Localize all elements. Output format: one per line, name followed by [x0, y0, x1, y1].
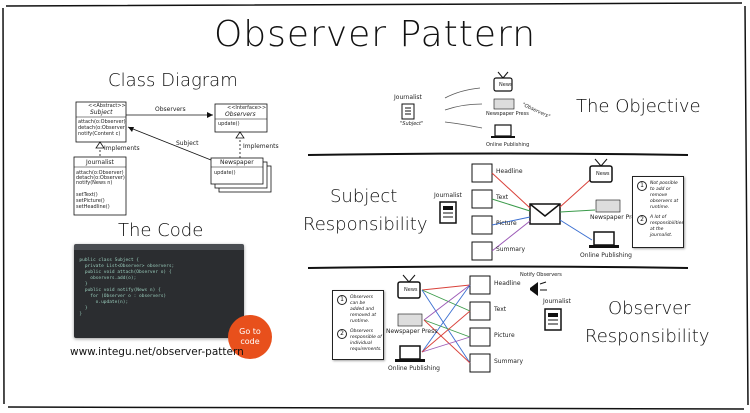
journalist-member-6: setHeadline()	[76, 204, 110, 210]
subject-press-icon	[595, 199, 621, 213]
observers-interface-name: Observers	[225, 111, 256, 118]
objective-tv-icon	[493, 71, 513, 92]
subject-resp-heading-1: Subject	[330, 186, 398, 207]
objective-heading: The Objective	[576, 96, 701, 117]
observer-item-summary: Summary	[494, 358, 523, 365]
subject-resp-heading-2: Responsibility	[303, 214, 428, 235]
subject-note-1-num: 1	[637, 181, 647, 191]
subject-item-headline: Headline	[496, 168, 523, 175]
observer-press-icon	[397, 313, 423, 327]
observer-journalist-label: Journalist	[543, 298, 571, 305]
observer-tv-icon	[397, 274, 421, 299]
objective-laptop-icon	[491, 124, 515, 138]
subject-class-name: Subject	[90, 109, 113, 116]
objective-journalist-icon	[401, 103, 415, 120]
journalist-class-name: Journalist	[86, 159, 114, 166]
subject-journalist-label: Journalist	[434, 192, 462, 199]
objective-tv-label: News	[499, 82, 513, 88]
subject-stereotype: <<Abstract>>	[88, 103, 126, 109]
observer-megaphone-icon	[530, 281, 547, 296]
objective-press-label: Newspaper Press	[486, 111, 529, 117]
code-screenshot: public class Subject { private List<Obse…	[74, 244, 244, 338]
subject-member-3: notify(Content c)	[78, 131, 121, 137]
observer-note-1-num: 1	[337, 295, 347, 305]
objective-subject-tag: "Subject"	[400, 121, 424, 127]
subject-online-label: Online Publishing	[580, 252, 632, 259]
observer-note-1-text: Observers can be added and removed at ru…	[350, 295, 376, 324]
label-observers: Observers	[155, 106, 186, 113]
subject-laptop-icon	[589, 231, 619, 248]
subject-press-label: Newspaper Press	[590, 214, 642, 221]
observer-flow-arrows	[421, 284, 471, 364]
observer-laptop-icon	[395, 345, 425, 362]
page-title: Observer Pattern	[213, 14, 537, 55]
subject-items	[471, 163, 493, 261]
newspaper-class-name: Newspaper	[220, 159, 254, 166]
subject-journalist-icon	[439, 201, 457, 224]
class-diagram-heading: Class Diagram	[108, 70, 238, 91]
observer-notify-label: Notify Observers	[520, 272, 562, 278]
subject-tv-label: News	[596, 171, 610, 177]
subject-member-1: attach(o:Observer)	[78, 119, 126, 125]
observer-item-headline: Headline	[494, 280, 521, 287]
subject-note-2-text: A lot of responsibilities at the journal…	[650, 215, 684, 238]
subject-tv-icon	[589, 158, 613, 183]
label-implements-2: Implements	[243, 143, 279, 150]
subject-envelope-icon	[529, 203, 561, 225]
journalist-member-1: attach(o:Observer)	[76, 170, 124, 176]
newspaper-member-1: update()	[214, 170, 236, 176]
code-url-link[interactable]: www.integu.net/observer-pattern	[70, 346, 244, 358]
subject-item-summary: Summary	[496, 246, 525, 253]
subject-association	[127, 126, 212, 161]
subject-flow-arrows	[491, 172, 596, 252]
label-subject: Subject	[176, 140, 199, 147]
observers-member-1: update()	[218, 121, 240, 127]
label-implements-1: Implements	[104, 145, 140, 152]
go-to-code-line-1: Go to	[239, 327, 261, 336]
observer-journalist-icon	[544, 308, 562, 331]
observer-press-label: Newspaper Press	[386, 328, 438, 335]
subject-item-picture: Picture	[496, 220, 517, 227]
observer-resp-heading-2: Responsibility	[585, 326, 710, 347]
observer-online-label: Online Publishing	[388, 365, 440, 372]
objective-online-label: Online Publishing	[486, 142, 530, 148]
observers-stereotype: <<Interface>>	[227, 105, 267, 111]
observer-items	[469, 275, 491, 373]
objective-journalist-label: Journalist	[394, 94, 422, 101]
objective-press-icon	[493, 98, 515, 110]
observer-item-picture: Picture	[494, 332, 515, 339]
go-to-code-line-2: code	[240, 337, 260, 346]
uml-subject-class	[75, 101, 127, 143]
observer-item-text: Text	[494, 306, 507, 313]
observer-note-2-num: 2	[337, 329, 347, 339]
journalist-member-3: notify(News n)	[76, 180, 113, 186]
subject-note-2-num: 2	[637, 215, 647, 225]
observer-tv-label: News	[404, 287, 418, 293]
uml-newspaper-class	[210, 157, 272, 193]
uml-observers-interface	[214, 103, 268, 133]
observer-note-2-text: Observers responsible of individual requ…	[350, 329, 382, 352]
subject-member-2: detach(o:Observer)	[78, 125, 127, 131]
journalist-member-5: setPicture()	[76, 198, 105, 204]
journalist-member-4: setText()	[76, 192, 98, 198]
code-heading: The Code	[118, 220, 204, 241]
uml-journalist-class	[73, 156, 127, 216]
observer-resp-heading-1: Observer	[608, 298, 691, 319]
subject-item-text: Text	[496, 194, 509, 201]
objective-arrows	[444, 87, 483, 129]
journalist-member-2: detach(o:Observer)	[76, 175, 125, 181]
subject-note-1-text: Not possible to add or remove observers …	[650, 181, 679, 210]
